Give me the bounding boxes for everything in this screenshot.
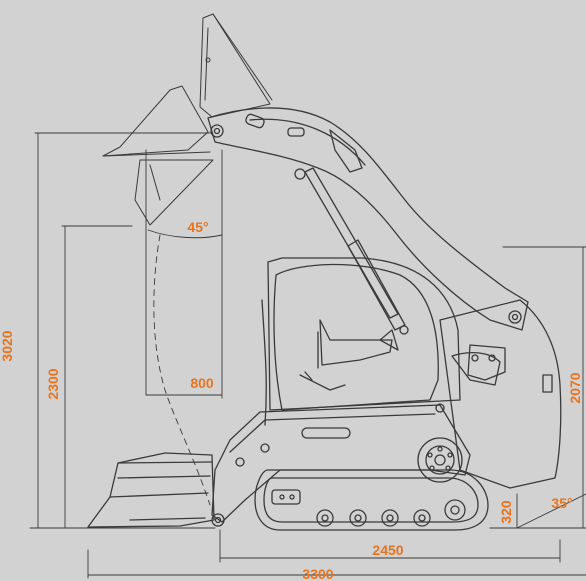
operator-cab: [261, 257, 461, 426]
dump-bucket: [102, 85, 214, 226]
dim-overall-length: 3300: [302, 566, 333, 581]
dimension-lines: [29, 132, 586, 579]
lowered-bucket: [87, 452, 215, 528]
dim-height-pin: 2300: [45, 368, 61, 399]
dim-height-max: 3020: [0, 330, 15, 361]
dim-ground-clearance: 320: [498, 500, 514, 524]
bucket-pivot-pin: [211, 513, 225, 527]
dim-track-length: 2450: [372, 542, 403, 558]
track: [254, 469, 489, 531]
engine-housing: [439, 299, 562, 489]
dim-departure-angle: 35°: [551, 495, 572, 511]
main-frame: [211, 403, 471, 523]
dim-body-height: 2070: [567, 372, 583, 403]
dim-dump-angle: 45°: [187, 219, 208, 235]
drive-sprocket: [417, 437, 463, 483]
bucket-path-arc: [153, 234, 211, 506]
angle-arc: [147, 229, 223, 239]
lift-cylinder: [304, 167, 409, 335]
raised-bucket: [199, 13, 273, 118]
dim-reach: 800: [190, 375, 214, 391]
lift-arm: [207, 107, 529, 331]
